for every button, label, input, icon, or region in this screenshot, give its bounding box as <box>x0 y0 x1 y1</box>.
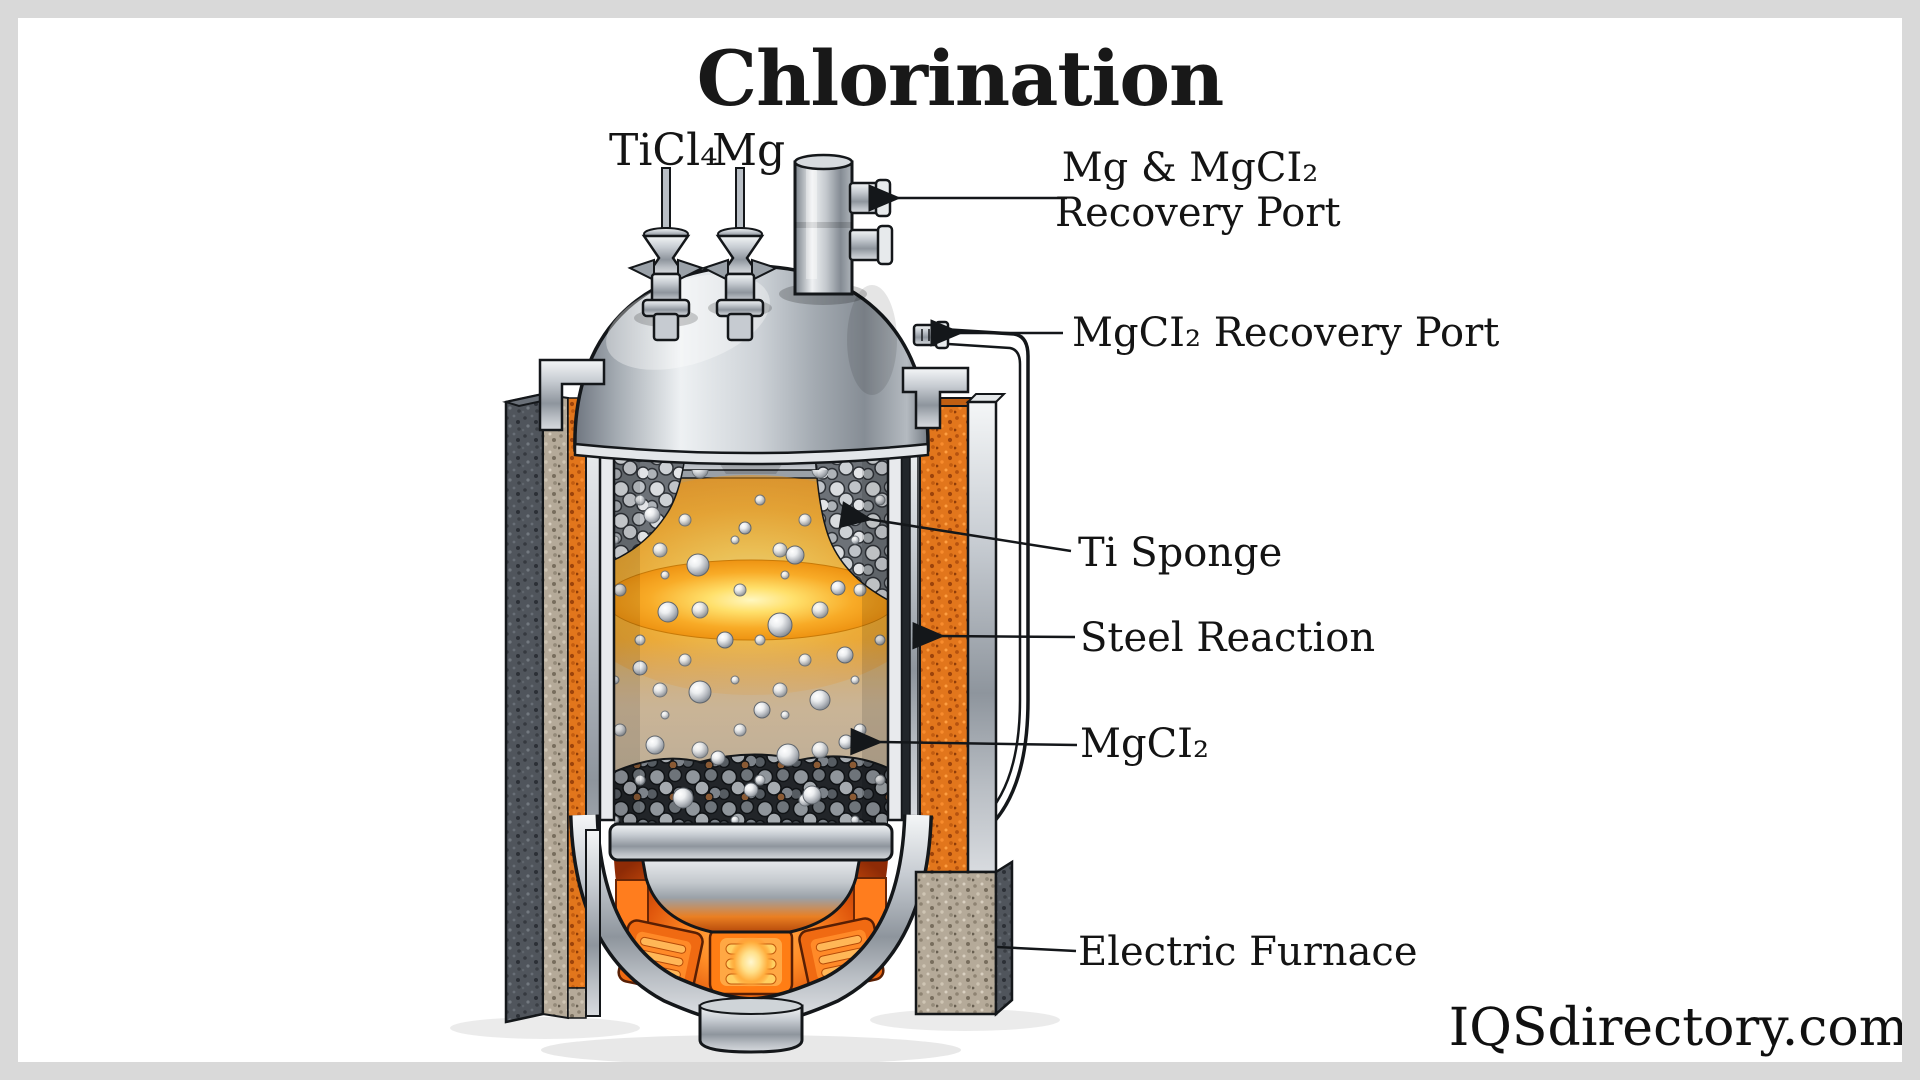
leader-ti-sponge <box>838 501 1072 553</box>
right-furnace-wall <box>917 393 1007 874</box>
label-ticl4-inlet: TiCl₄ <box>609 125 718 176</box>
door-hinge-brackets <box>538 358 970 432</box>
bubbles <box>632 506 854 809</box>
label-ti-sponge: Ti Sponge <box>1078 530 1283 576</box>
furnace-glow-core <box>729 936 773 988</box>
port-stub-lower <box>848 228 882 262</box>
label-mg-mgcl2-recovery-port: Mg & MgCI₂ Recovery Port <box>1055 145 1341 236</box>
leader-mgcl2 <box>850 727 1078 756</box>
label-mgcl2-recovery-port: MgCI₂ Recovery Port <box>1072 310 1500 356</box>
diagram-title: Chlorination <box>696 34 1225 123</box>
pedestal-foot <box>698 997 804 1054</box>
mgcl2-recovery-port <box>912 320 950 350</box>
leader-electric-furnace <box>996 945 1077 953</box>
vessel-interior <box>614 428 888 830</box>
leader-lines <box>838 184 1078 953</box>
label-mgcl2: MgCI₂ <box>1080 721 1210 767</box>
support-ring <box>608 822 894 862</box>
mg-inlet-nozzle <box>701 167 779 342</box>
leader-steel-reaction <box>912 622 1076 650</box>
dome-rim <box>573 442 930 466</box>
mg-mgcl2-recovery-port <box>779 153 894 305</box>
inner-crucible-bowl <box>640 854 862 934</box>
label-steel-reaction: Steel Reaction <box>1080 615 1376 661</box>
cutaway-door-outline <box>947 328 1030 832</box>
watermark: IQSdirectory.com <box>1448 998 1908 1058</box>
heating-element-center <box>708 926 794 996</box>
right-furnace-wall-base <box>914 859 1014 1017</box>
label-mg-inlet: Mg <box>712 125 786 176</box>
ticl4-inlet-nozzle <box>627 167 705 342</box>
label-electric-furnace: Electric Furnace <box>1078 929 1418 975</box>
